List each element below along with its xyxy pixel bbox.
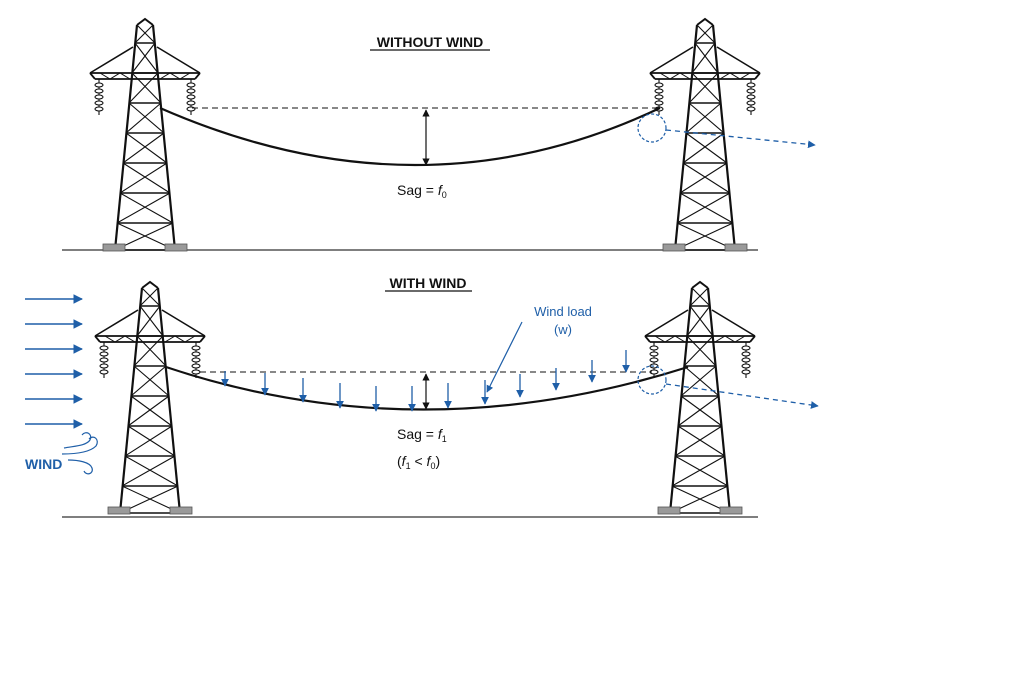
detail-callout-arrow xyxy=(665,383,819,409)
detail-callout-circle xyxy=(637,113,667,143)
panel-title-with-wind: WITH WIND xyxy=(390,275,467,291)
detail-callout-arrow xyxy=(665,129,816,149)
detail-callout-circle xyxy=(637,365,667,395)
sag-comparison: (f1 < f0) xyxy=(397,453,440,471)
panel-without-wind: WITHOUT WIND Sag = f0 xyxy=(62,17,816,253)
wind-load-symbol: (w) xyxy=(554,322,572,337)
transmission-tower-left xyxy=(88,17,202,253)
panel-with-wind: WITH WIND Wind load ( xyxy=(25,275,819,518)
wind-load-leader xyxy=(486,321,523,393)
transmission-tower-right xyxy=(643,280,757,516)
wind-direction-arrows xyxy=(25,294,83,429)
wind-load-arrows xyxy=(221,350,630,412)
transmission-tower-left xyxy=(93,280,207,516)
panel-title-without-wind: WITHOUT WIND xyxy=(377,34,484,50)
transmission-tower-right xyxy=(648,17,762,253)
wind-load-label: Wind load xyxy=(534,304,592,319)
sag-label-bottom: Sag = f1 xyxy=(397,426,447,444)
conductor-line xyxy=(165,365,689,411)
sag-label-top: Sag = f0 xyxy=(397,182,447,200)
wind-swirl-icon xyxy=(61,432,98,475)
wind-label: WIND xyxy=(25,456,62,472)
conductor-line xyxy=(159,106,661,167)
